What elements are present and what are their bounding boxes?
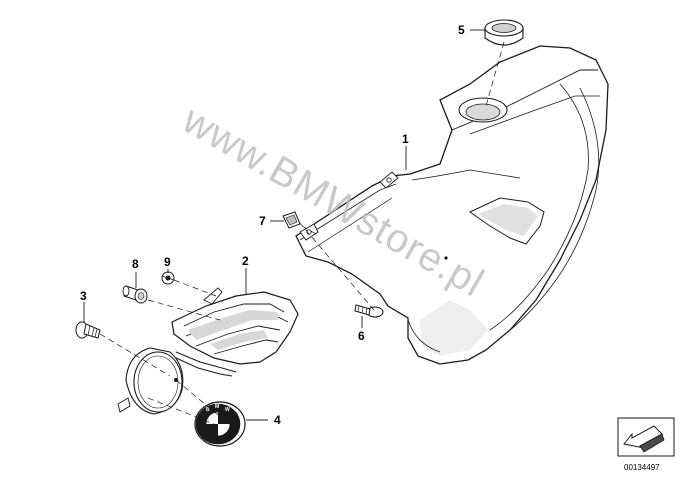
- fairing-side-panel: [295, 45, 609, 365]
- svg-text:B: B: [206, 407, 210, 413]
- callout-8: 8: [132, 257, 139, 271]
- spacer-bolt: [122, 285, 148, 304]
- svg-text:W: W: [225, 407, 230, 413]
- callout-5: 5: [458, 23, 465, 37]
- callout-labels: 1 2 3 4 5 6 7 8 9: [80, 23, 465, 427]
- leader-lines: [83, 29, 486, 421]
- washer-nut: [161, 271, 175, 285]
- callout-9: 9: [164, 255, 171, 269]
- callout-2: 2: [242, 254, 249, 268]
- radiator-grille: [171, 287, 299, 377]
- callout-6: 6: [358, 329, 365, 343]
- round-cover: [117, 347, 184, 415]
- reference-box: 00134497: [617, 417, 675, 472]
- callout-1: 1: [402, 132, 409, 146]
- callout-7: 7: [259, 214, 266, 228]
- clip-nut: [282, 211, 301, 229]
- callout-4: 4: [274, 413, 281, 427]
- callout-3: 3: [80, 289, 87, 303]
- assembly-lines: [99, 41, 505, 425]
- svg-text:M: M: [215, 404, 219, 410]
- screw-3: [75, 321, 101, 339]
- bmw-emblem-badge: B M W: [194, 401, 246, 447]
- screw-6: [354, 304, 384, 318]
- view-direction-arrow-icon: [623, 425, 665, 453]
- reference-number: 00134497: [624, 463, 660, 472]
- bmw-roundel-icon: B M W: [205, 404, 231, 437]
- rubber-grommet: [484, 19, 524, 46]
